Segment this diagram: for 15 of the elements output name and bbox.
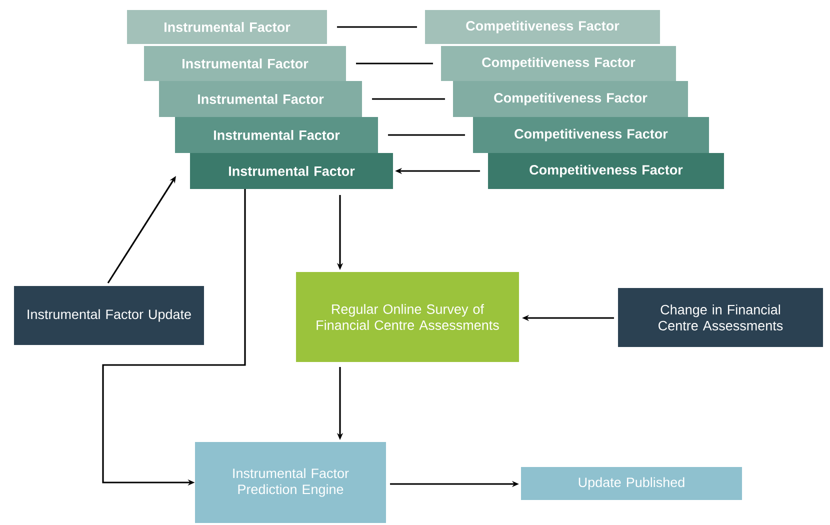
factor-box: Competitiveness Factor — [425, 10, 660, 44]
published-box: Update Published — [521, 467, 742, 500]
factor-box: Competitiveness Factor — [488, 153, 724, 189]
change-box: Change in Financial Centre Assessments — [618, 288, 823, 347]
update-box: Instrumental Factor Update — [14, 286, 204, 345]
factor-box: Instrumental Factor — [190, 153, 393, 189]
factor-box: Instrumental Factor — [175, 117, 378, 153]
survey-box: Regular Online Survey of Financial Centre Assessments — [296, 272, 519, 362]
factor-box: Competitiveness Factor — [473, 117, 709, 153]
factor-box: Instrumental Factor — [144, 46, 346, 81]
factor-box: Competitiveness Factor — [441, 46, 676, 81]
factor-box: Instrumental Factor — [159, 81, 362, 117]
factor-box: Competitiveness Factor — [453, 81, 688, 117]
factor-box: Instrumental Factor — [127, 10, 327, 44]
engine-box: Instrumental Factor Prediction Engine — [195, 442, 386, 523]
